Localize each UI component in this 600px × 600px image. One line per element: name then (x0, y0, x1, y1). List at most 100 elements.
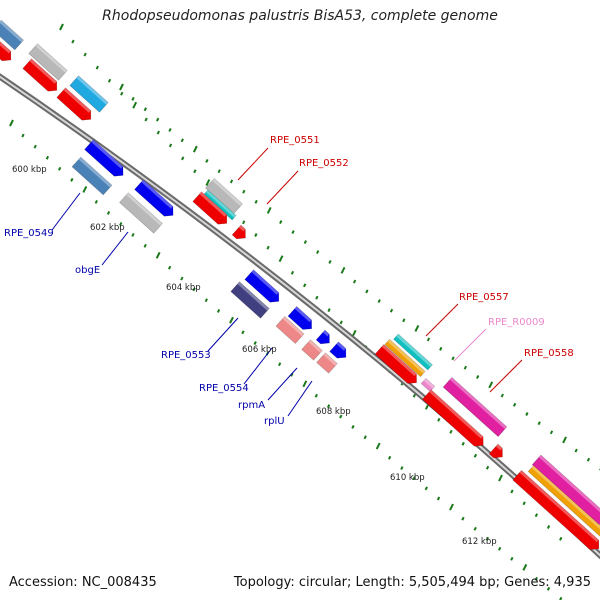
gene-rpmA-fwd-body[interactable] (315, 329, 334, 348)
tick-mark (449, 503, 454, 511)
gene-topleft-5[interactable] (69, 75, 109, 113)
gene-rpe-0557-body[interactable] (393, 333, 433, 371)
gene-rpe-0557-c[interactable] (374, 344, 421, 387)
tick-mark (339, 414, 343, 419)
gene-rpmA[interactable] (301, 339, 323, 361)
tick-mark (193, 169, 197, 174)
tick-mark (436, 496, 441, 501)
gene-rpe-0558-rev[interactable] (421, 389, 487, 451)
tick-mark (168, 128, 172, 132)
tick-mark (412, 393, 417, 398)
gene-rpe-0552-a[interactable] (192, 191, 231, 228)
gene-rpe-0548-body[interactable] (84, 139, 128, 180)
gene-rpe-0558[interactable] (442, 376, 508, 438)
gene-topleft-5-body[interactable] (69, 75, 109, 113)
gene-obgE-body[interactable] (119, 192, 163, 234)
gene-obgE-fwd[interactable] (134, 179, 178, 220)
tick-mark (315, 295, 319, 300)
tick-mark (525, 412, 529, 416)
scale-label: 602 kbp (90, 223, 125, 233)
gene-rpe-0554-body[interactable] (275, 316, 305, 344)
gene-rpe-0553-fwd-body[interactable] (244, 269, 283, 306)
gene-obgE-fwd-highlight (141, 179, 173, 209)
gene-rpe-0553-body[interactable] (230, 281, 270, 319)
gene-rpe-r0009[interactable] (420, 377, 436, 393)
gene-right-2-body[interactable] (527, 465, 600, 539)
gene-right-3[interactable] (512, 469, 600, 553)
gene-rpe-0558-tail[interactable] (488, 443, 507, 462)
gene-rplU-fwd-body[interactable] (329, 341, 351, 362)
gene-topleft-2-highlight (0, 39, 11, 54)
gene-topleft-4[interactable] (22, 58, 61, 95)
gene-rpe-0553[interactable] (230, 281, 270, 319)
gene-rpe-0558-rev-body[interactable] (421, 389, 487, 451)
tick-mark (180, 276, 184, 281)
gene-rpe-0557[interactable] (393, 333, 433, 371)
gene-rpe-0557-b-body[interactable] (384, 338, 426, 378)
tick-mark (463, 365, 468, 370)
gene-rpmA-fwd[interactable] (315, 329, 334, 348)
gene-rpe-0558-tail-body[interactable] (488, 443, 507, 462)
tick-mark (522, 501, 526, 506)
gene-rpe-0549[interactable] (71, 156, 113, 196)
gene-rpmA-body[interactable] (301, 339, 323, 361)
gene-rpe-0554-fwd-body[interactable] (287, 306, 316, 333)
gene-rpe-0551-b[interactable] (203, 189, 237, 221)
gene-features[interactable] (0, 19, 600, 554)
tick-mark (549, 430, 554, 435)
gene-topleft-4-body[interactable] (22, 58, 61, 95)
tick-mark (424, 486, 428, 491)
gene-label: rpmA (238, 400, 265, 411)
gene-rpe-0553-fwd[interactable] (244, 269, 283, 306)
gene-rpe-0549-body[interactable] (71, 156, 113, 196)
tick-mark (205, 158, 209, 163)
tick-mark (131, 232, 135, 237)
gene-topleft-1[interactable] (0, 19, 24, 51)
gene-rpe-0558-body[interactable] (442, 376, 508, 438)
gene-topleft-1-body[interactable] (0, 19, 24, 51)
gene-rpe-0557-highlight (396, 334, 433, 368)
label-leader (101, 231, 129, 266)
gene-rpe-0557-c-body[interactable] (374, 344, 421, 387)
gene-rpe-0552-a-body[interactable] (192, 191, 231, 228)
gene-topleft-6-body[interactable] (56, 87, 95, 124)
gene-rpe-r0009-highlight (423, 378, 435, 389)
gene-rplU[interactable] (316, 352, 338, 374)
gene-rpe-0552[interactable] (231, 224, 250, 243)
tick-mark (229, 316, 234, 324)
tick-mark (363, 435, 367, 440)
topology-text: Topology: circular; Length: 5,505,494 bp… (233, 575, 591, 590)
tick-mark (414, 324, 420, 332)
tick-mark (522, 563, 528, 571)
label-leader (207, 317, 239, 352)
gene-topleft-3-body[interactable] (28, 43, 68, 81)
gene-rpe-0554-fwd[interactable] (287, 306, 316, 333)
tick-mark (500, 393, 504, 398)
gene-right-3-body[interactable] (512, 469, 600, 553)
gene-topleft-2[interactable] (0, 38, 15, 65)
tick-mark (586, 457, 591, 462)
gene-rplU-body[interactable] (316, 352, 338, 374)
tick-mark (71, 39, 75, 44)
gene-rpe-0554-fwd-highlight (294, 306, 312, 323)
gene-rplU-fwd[interactable] (329, 341, 351, 362)
gene-right-2[interactable] (527, 465, 600, 539)
gene-label: RPE_0557 (459, 292, 509, 303)
gene-topleft-3[interactable] (28, 43, 68, 81)
tick-mark (106, 211, 111, 215)
gene-rpe-0551-b-body[interactable] (203, 189, 237, 221)
gene-obgE-fwd-body[interactable] (134, 179, 178, 220)
gene-obgE[interactable] (119, 192, 163, 234)
tick-mark (389, 308, 394, 313)
gene-rpe-0548[interactable] (84, 139, 128, 180)
gene-topleft-2-body[interactable] (0, 38, 15, 65)
gene-rpe-0554[interactable] (275, 316, 305, 344)
gene-rpe-0552-body[interactable] (231, 224, 250, 243)
scale-label: 604 kbp (166, 283, 201, 293)
tick-mark (351, 329, 357, 337)
tick-mark (485, 465, 490, 470)
gene-topleft-6[interactable] (56, 87, 95, 124)
tick-mark (412, 476, 416, 481)
gene-rpe-0557-b[interactable] (384, 338, 426, 378)
